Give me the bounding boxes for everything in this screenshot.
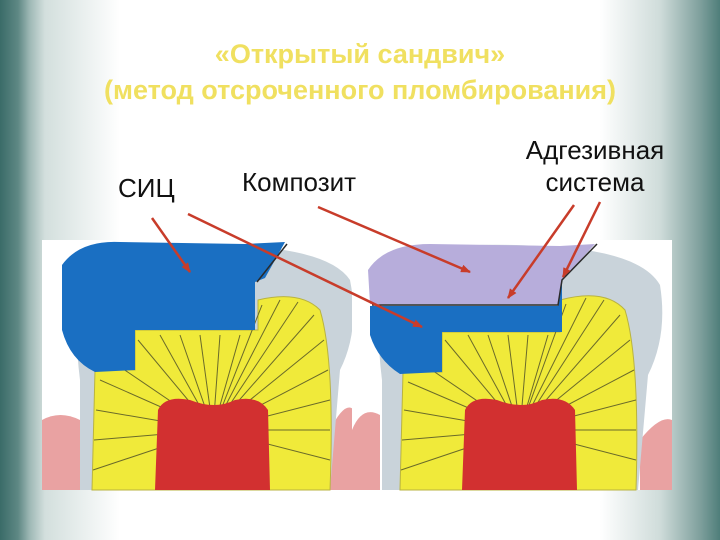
title-line-1: «Открытый сандвич» <box>214 39 506 69</box>
composite-filling-right <box>368 244 595 304</box>
gum-right-inner <box>352 412 380 490</box>
label-adhesive-line-2: система <box>545 167 645 197</box>
arrow-sic-left <box>150 217 192 273</box>
arrow-adhesive-right <box>506 204 576 299</box>
sic-filling-right <box>370 282 562 374</box>
pointer-arrows <box>150 201 602 329</box>
label-composite: Композит <box>242 167 357 197</box>
sic-filling-left <box>62 241 285 372</box>
slide-title: «Открытый сандвич» (метод отсроченного п… <box>0 36 720 108</box>
gum-left-inner <box>330 407 354 490</box>
label-sic: СИЦ <box>118 173 175 203</box>
gum-left-outer <box>42 415 80 490</box>
adhesive-line-right <box>372 243 598 306</box>
arrow-sic-right <box>187 212 423 329</box>
adhesive-line-left <box>256 243 288 283</box>
arrow-adhesive-edge <box>561 201 602 278</box>
pulp-left <box>155 398 270 490</box>
pulp-right <box>462 398 577 490</box>
gum-right-outer <box>640 419 672 490</box>
dentin-left <box>91 296 332 491</box>
tooth-panel-left <box>42 240 354 491</box>
label-adhesive-system: Адгезивная система <box>500 134 690 198</box>
tooth-panel-right <box>352 240 672 491</box>
title-line-2: (метод отсроченного пломбирования) <box>104 75 616 105</box>
label-adhesive-line-1: Адгезивная <box>525 135 665 165</box>
arrow-composite <box>317 205 471 274</box>
